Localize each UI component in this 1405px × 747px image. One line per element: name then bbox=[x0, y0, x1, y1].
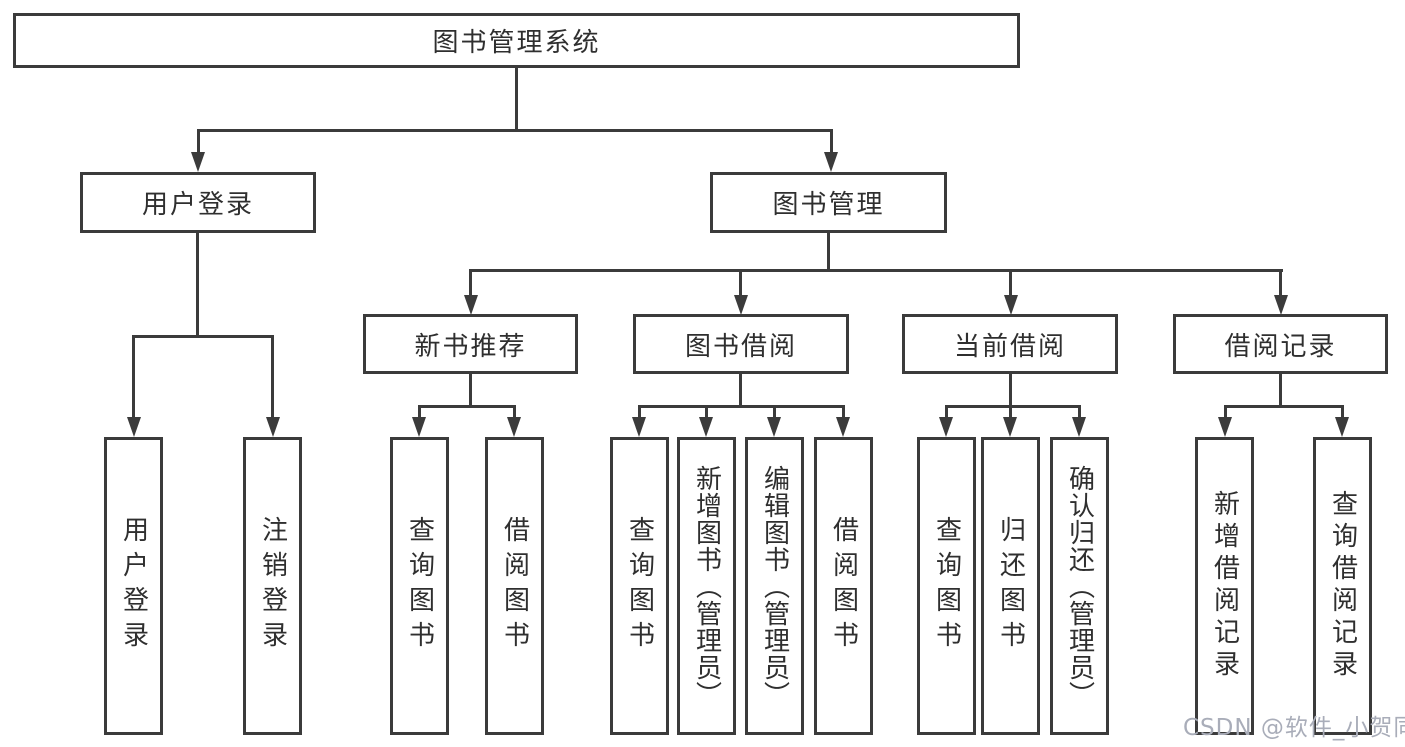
leaf-logout: 注销登录 bbox=[243, 437, 302, 735]
connector-to-leaf bbox=[1224, 405, 1227, 419]
leaf-borrow-query-books: 查询图书 bbox=[610, 437, 669, 735]
node-new-book-recommend: 新书推荐 bbox=[363, 314, 578, 374]
connector-to-leaf bbox=[842, 405, 845, 419]
arrowhead-icon bbox=[507, 417, 521, 437]
connector-to-leaf bbox=[705, 405, 708, 419]
node-label: 当前借阅 bbox=[953, 331, 1066, 362]
connector-to-new-book bbox=[469, 269, 472, 297]
arrowhead-icon bbox=[1335, 417, 1349, 437]
connector-to-leaf bbox=[945, 405, 948, 419]
node-label: 借阅记录 bbox=[1224, 331, 1337, 362]
connector-to-leaf bbox=[1009, 405, 1012, 419]
node-library-management-system: 图书管理系统 bbox=[13, 13, 1020, 68]
connector-bookmgmt-stem bbox=[827, 233, 830, 272]
connector-newbook-hbar bbox=[418, 405, 516, 408]
arrowhead-icon bbox=[127, 417, 141, 437]
leaf-user-login: 用户登录 bbox=[104, 437, 163, 735]
arrowhead-icon bbox=[464, 295, 478, 315]
arrowhead-icon bbox=[412, 417, 426, 437]
connector-to-borrow-records bbox=[1279, 269, 1282, 297]
leaf-label: 借阅图书 bbox=[828, 516, 859, 656]
leaf-label: 查询图书 bbox=[404, 516, 435, 656]
leaf-label: 查询借阅记录 bbox=[1327, 490, 1358, 682]
leaf-label: 新增图书（管理员） bbox=[691, 464, 722, 708]
leaf-borrow-borrow-books: 借阅图书 bbox=[814, 437, 873, 735]
connector-bookborrow-stem bbox=[739, 374, 742, 408]
connector-login-hbar bbox=[132, 335, 274, 338]
connector-to-leaf bbox=[513, 405, 516, 419]
leaf-label: 借阅图书 bbox=[499, 516, 530, 656]
connector-to-user-login bbox=[197, 129, 200, 155]
node-book-management: 图书管理 bbox=[710, 172, 947, 233]
connector-root-stem bbox=[515, 68, 518, 131]
node-label: 用户登录 bbox=[141, 190, 254, 220]
leaf-current-query-books: 查询图书 bbox=[917, 437, 976, 735]
connector-root-hbar bbox=[197, 129, 833, 132]
connector-newbook-stem bbox=[469, 374, 472, 408]
connector-login-stem bbox=[196, 233, 199, 338]
arrowhead-icon bbox=[1072, 417, 1086, 437]
arrowhead-icon bbox=[1003, 417, 1017, 437]
node-user-login: 用户登录 bbox=[80, 172, 316, 233]
connector-to-current-borrow bbox=[1009, 269, 1012, 297]
node-label: 图书借阅 bbox=[684, 331, 797, 362]
connector-to-leaf bbox=[773, 405, 776, 419]
node-label: 图书管理 bbox=[772, 190, 885, 220]
leaf-label: 归还图书 bbox=[995, 516, 1026, 656]
node-borrow-records: 借阅记录 bbox=[1173, 314, 1388, 374]
arrowhead-icon bbox=[1274, 295, 1288, 315]
leaf-label: 编辑图书（管理员） bbox=[759, 464, 790, 708]
arrowhead-icon bbox=[1004, 295, 1018, 315]
connector-currentborrow-hbar bbox=[945, 405, 1081, 408]
leaf-label: 查询图书 bbox=[624, 516, 655, 656]
leaf-newbook-query-books: 查询图书 bbox=[390, 437, 449, 735]
leaf-label: 新增借阅记录 bbox=[1209, 490, 1240, 682]
arrowhead-icon bbox=[734, 295, 748, 315]
connector-to-book-management bbox=[830, 129, 833, 155]
leaf-newbook-borrow-books: 借阅图书 bbox=[485, 437, 544, 735]
arrowhead-icon bbox=[1218, 417, 1232, 437]
connector-to-book-borrow bbox=[739, 269, 742, 297]
connector-to-leaf-user-login bbox=[132, 335, 135, 419]
arrowhead-icon bbox=[699, 417, 713, 437]
connector-to-leaf-logout bbox=[271, 335, 274, 419]
connector-bookmgmt-hbar bbox=[469, 269, 1283, 272]
connector-to-leaf bbox=[418, 405, 421, 419]
leaf-label: 用户登录 bbox=[118, 516, 149, 656]
arrowhead-icon bbox=[767, 417, 781, 437]
arrowhead-icon bbox=[191, 152, 205, 172]
leaf-records-add-record: 新增借阅记录 bbox=[1195, 437, 1254, 735]
leaf-borrow-add-books-admin: 新增图书（管理员） bbox=[677, 437, 736, 735]
leaf-records-query-record: 查询借阅记录 bbox=[1313, 437, 1372, 735]
node-label: 新书推荐 bbox=[414, 331, 527, 362]
leaf-label: 确认归还（管理员） bbox=[1064, 464, 1095, 708]
connector-to-leaf bbox=[638, 405, 641, 419]
leaf-borrow-edit-books-admin: 编辑图书（管理员） bbox=[745, 437, 804, 735]
connector-records-stem bbox=[1279, 374, 1282, 408]
connector-to-leaf bbox=[1341, 405, 1344, 419]
arrowhead-icon bbox=[266, 417, 280, 437]
connector-bookborrow-hbar bbox=[638, 405, 845, 408]
leaf-current-confirm-return-admin: 确认归还（管理员） bbox=[1050, 437, 1109, 735]
arrowhead-icon bbox=[824, 152, 838, 172]
arrowhead-icon bbox=[836, 417, 850, 437]
connector-currentborrow-stem bbox=[1009, 374, 1012, 408]
node-book-borrow: 图书借阅 bbox=[633, 314, 849, 374]
csdn-watermark: CSDN @软件_小贺同学 bbox=[1183, 715, 1405, 741]
leaf-label: 查询图书 bbox=[931, 516, 962, 656]
arrowhead-icon bbox=[939, 417, 953, 437]
leaf-current-return-books: 归还图书 bbox=[981, 437, 1040, 735]
node-current-borrow: 当前借阅 bbox=[902, 314, 1118, 374]
leaf-label: 注销登录 bbox=[257, 516, 288, 656]
node-label: 图书管理系统 bbox=[432, 28, 601, 58]
arrowhead-icon bbox=[632, 417, 646, 437]
connector-to-leaf bbox=[1078, 405, 1081, 419]
connector-records-hbar bbox=[1224, 405, 1344, 408]
